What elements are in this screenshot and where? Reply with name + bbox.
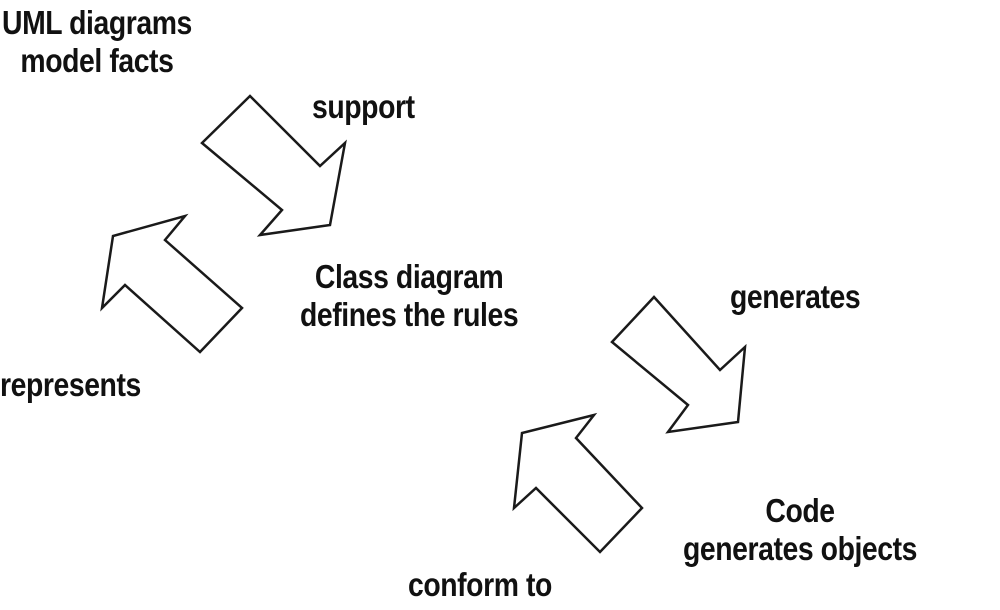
edge-label-support: support: [312, 88, 415, 125]
edge-label-generates: generates: [730, 278, 861, 315]
arrow-represents-shape: [100, 213, 244, 354]
edge-label-conform-to: conform to: [408, 566, 552, 603]
edge-label-represents: represents: [0, 366, 141, 403]
node-uml-line1: UML diagrams: [2, 4, 192, 41]
node-class-line1: Class diagram: [314, 258, 504, 295]
arrow-generates-shape: [610, 295, 747, 434]
node-code: Code generates objects: [683, 492, 917, 568]
node-uml-diagrams: UML diagrams model facts: [2, 4, 192, 80]
node-class-line2: defines the rules: [300, 296, 519, 333]
node-code-line2: generates objects: [683, 530, 918, 567]
node-uml-line2: model facts: [20, 42, 174, 79]
arrow-conform-to-shape: [512, 412, 644, 554]
node-code-line1: Code: [765, 492, 835, 529]
node-class-diagram: Class diagram defines the rules: [300, 258, 519, 334]
